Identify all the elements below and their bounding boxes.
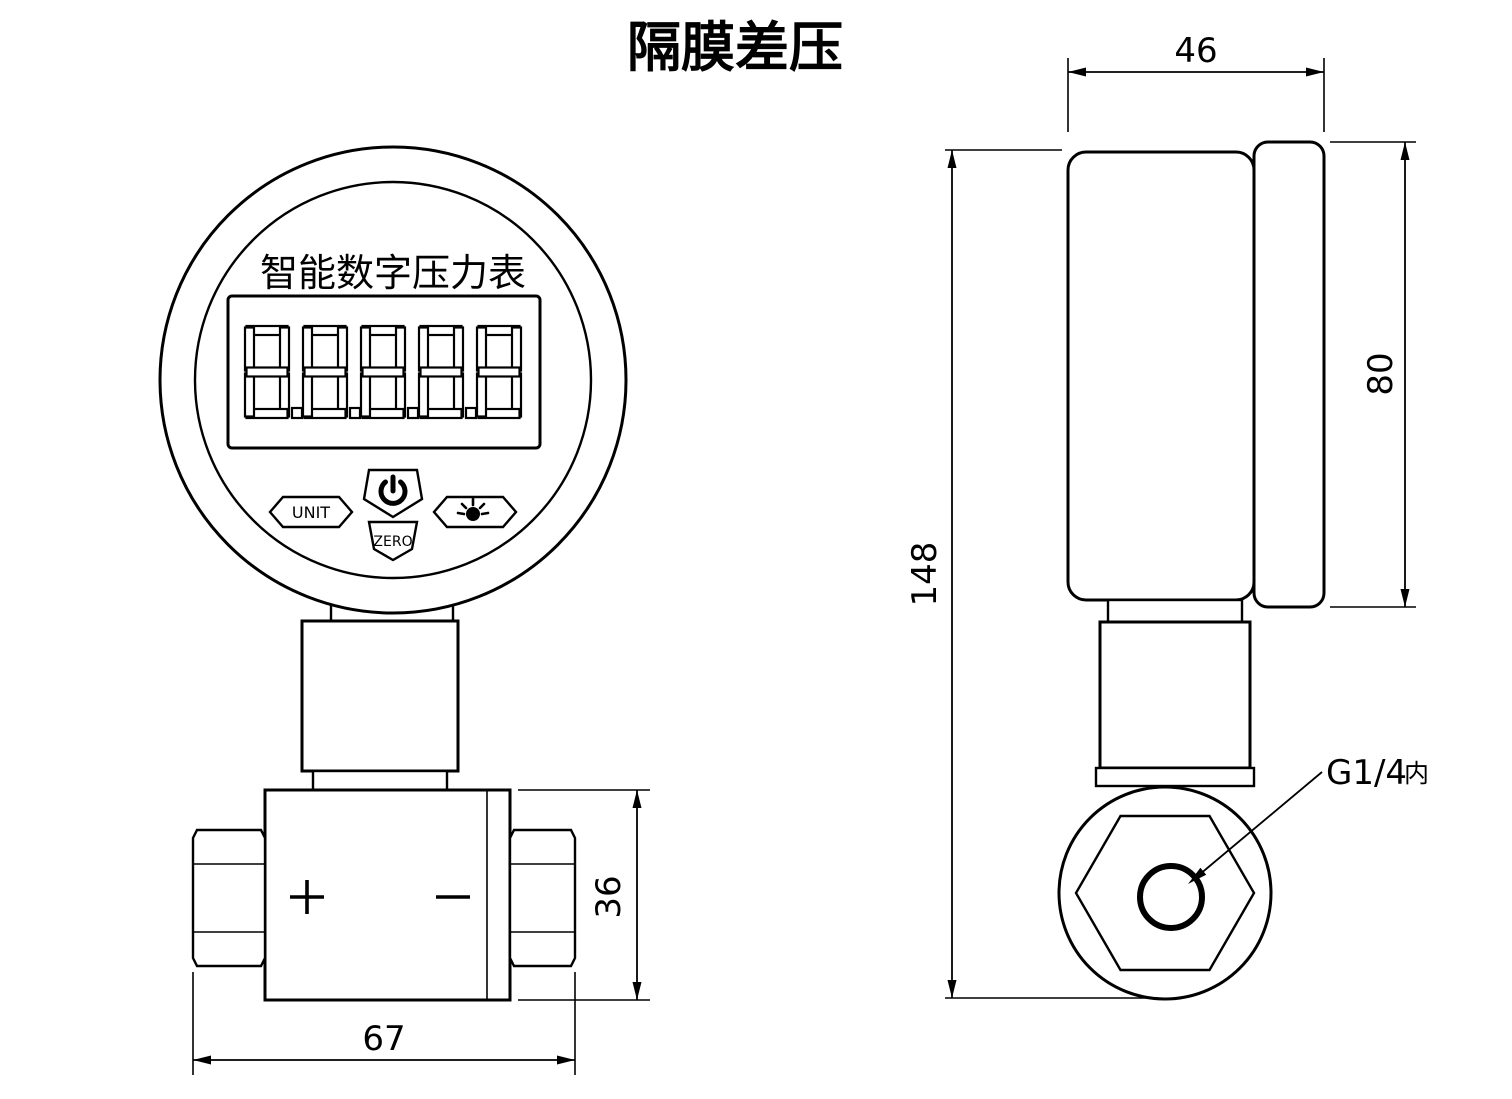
zero-button-label: ZERO — [373, 534, 412, 550]
power-button[interactable] — [362, 468, 424, 519]
port-thread-label: G1/4 — [1326, 753, 1407, 793]
unit-button-label: UNIT — [292, 503, 330, 522]
backlight-button[interactable] — [432, 495, 518, 529]
port-bore — [1137, 863, 1205, 931]
side-bezel — [1252, 140, 1326, 609]
dim-body-height-label: 36 — [589, 875, 629, 918]
dim-dial-height: 80 — [1330, 141, 1416, 608]
gauge-brand-label: 智能数字压力表 — [260, 251, 526, 295]
page-title: 隔膜差压 — [627, 16, 843, 79]
power-icon — [378, 474, 408, 506]
side-stem — [1098, 620, 1252, 770]
side-flange — [1094, 766, 1256, 788]
plus-port-mark — [290, 880, 324, 914]
dim-total-height-label: 148 — [905, 542, 945, 607]
side-case — [1066, 150, 1256, 602]
dim-body-width: 67 — [192, 972, 576, 1075]
unit-button[interactable]: UNIT — [268, 495, 354, 529]
right-hex-nut — [508, 828, 577, 968]
dim-body-width-label: 67 — [362, 1019, 405, 1059]
port-hexagon — [1074, 814, 1256, 972]
stem-block — [300, 619, 460, 773]
valve-body — [263, 788, 512, 1002]
side-neck — [1106, 598, 1244, 624]
port-leader: G1/4 内 — [1188, 753, 1429, 884]
left-hex-nut — [191, 828, 267, 968]
dim-dial-height-label: 80 — [1361, 352, 1401, 395]
lcd-digits — [243, 324, 523, 420]
backlight-icon — [456, 497, 490, 521]
port-thread-label-suffix: 内 — [1404, 759, 1429, 788]
zero-button[interactable]: ZERO — [367, 520, 419, 562]
side-view: G1/4 内 148 46 80 — [905, 31, 1429, 1001]
dim-total-height: 148 — [905, 149, 1158, 999]
dim-depth: 46 — [1067, 31, 1325, 132]
front-view: 智能数字压力表 UNIT ZERO — [158, 145, 650, 1075]
stem-step — [311, 769, 449, 792]
dim-depth-label: 46 — [1174, 31, 1217, 71]
dim-body-height: 36 — [518, 789, 650, 1001]
